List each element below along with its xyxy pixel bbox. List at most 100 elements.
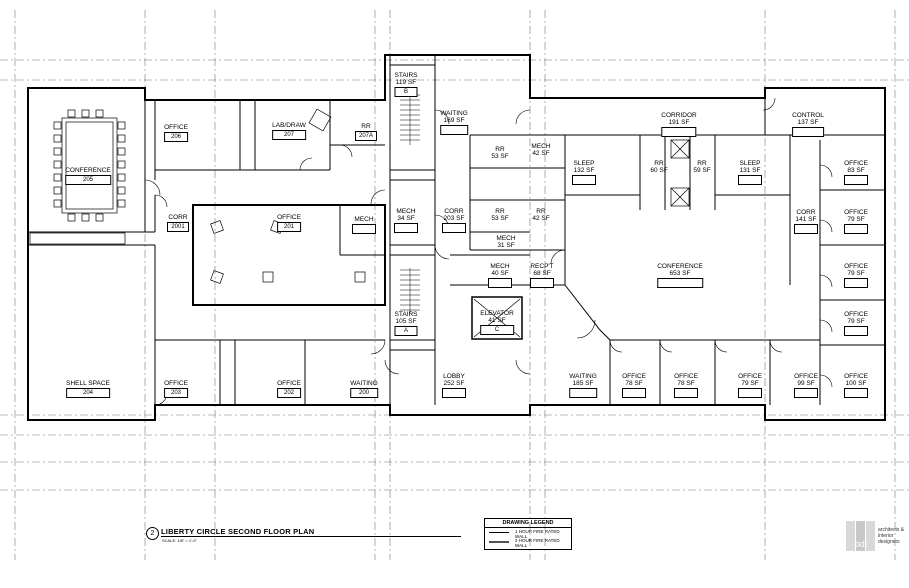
room-tag bbox=[572, 175, 596, 185]
room-tag: C bbox=[480, 325, 514, 335]
legend-row: 2 HOUR FIRE RATED WALL bbox=[485, 537, 571, 548]
room-area: 42 SF bbox=[532, 215, 550, 222]
drawing-scale: SCALE: 1/8" = 1'-0" bbox=[162, 538, 197, 543]
room-office-79-b: OFFICE 79 SF bbox=[844, 263, 868, 288]
room-area: 119 SF bbox=[395, 79, 417, 86]
room-tag bbox=[738, 175, 762, 185]
room-name: STAIRS bbox=[394, 72, 418, 79]
room-tag bbox=[569, 388, 597, 398]
room-name: RR bbox=[495, 208, 505, 215]
room-rr-59: RR 59 SF bbox=[693, 160, 710, 174]
legend-title: DRAWING LEGEND bbox=[485, 519, 571, 528]
room-office-201: OFFICE 201 bbox=[277, 214, 301, 232]
room-area: 100 SF bbox=[845, 380, 867, 387]
room-name: OFFICE bbox=[844, 311, 868, 318]
room-name: OFFICE bbox=[844, 160, 868, 167]
room-area: 185 SF bbox=[572, 380, 594, 387]
room-name: WAITING bbox=[440, 110, 468, 117]
room-tag: 200 bbox=[350, 388, 378, 398]
legend-line-2hr bbox=[489, 541, 509, 543]
room-name: ELEVATOR bbox=[480, 310, 514, 317]
room-lab-draw-207: LAB/DRAW 207 bbox=[272, 122, 306, 140]
room-area: 41 SF bbox=[488, 317, 506, 324]
legend-line-1hr bbox=[489, 532, 509, 533]
room-name: OFFICE bbox=[277, 214, 301, 221]
room-tag bbox=[657, 278, 703, 288]
room-stairs-a: STAIRS 105 SF A bbox=[394, 311, 418, 336]
room-tag bbox=[352, 224, 376, 234]
drawing-title-block: 2 LIBERTY CIRCLE SECOND FLOOR PLAN SCALE… bbox=[146, 527, 461, 543]
room-tag: 201 bbox=[277, 222, 301, 232]
firm-name-line2: interior designers bbox=[878, 533, 900, 545]
room-name: RR bbox=[495, 146, 505, 153]
room-name: RECP'T bbox=[530, 263, 554, 270]
room-area: 137 SF bbox=[797, 119, 819, 126]
room-name: MECH bbox=[354, 216, 374, 223]
room-tag: 2001 bbox=[167, 222, 189, 232]
legend-row: 1 HOUR FIRE RATED WALL bbox=[485, 528, 571, 539]
room-recpt-68: RECP'T 68 SF bbox=[530, 263, 554, 288]
room-name: WAITING bbox=[569, 373, 597, 380]
room-name: SHELL SPACE bbox=[66, 380, 110, 387]
room-tag bbox=[794, 224, 818, 234]
room-area: 141 SF bbox=[795, 216, 817, 223]
room-area: 53 SF bbox=[491, 153, 509, 160]
room-name: LAB/DRAW bbox=[272, 122, 306, 129]
room-tag: A bbox=[394, 326, 418, 336]
room-name: SLEEP bbox=[573, 160, 595, 167]
room-name: CONFERENCE bbox=[657, 263, 703, 270]
room-tag bbox=[794, 388, 818, 398]
room-name: OFFICE bbox=[674, 373, 698, 380]
room-office-202: OFFICE 202 bbox=[277, 380, 301, 398]
room-name: OFFICE bbox=[844, 209, 868, 216]
room-tag bbox=[844, 326, 868, 336]
drawing-title: LIBERTY CIRCLE SECOND FLOOR PLAN bbox=[161, 527, 315, 536]
room-area: 99 SF bbox=[797, 380, 815, 387]
room-waiting-185: WAITING 185 SF bbox=[569, 373, 597, 398]
room-office-203: OFFICE 203 bbox=[164, 380, 188, 398]
room-tag: 202 bbox=[277, 388, 301, 398]
room-area: 79 SF bbox=[847, 270, 865, 277]
room-office-79-a: OFFICE 79 SF bbox=[844, 209, 868, 234]
room-office-99: OFFICE 99 SF bbox=[794, 373, 818, 398]
room-mech-40: MECH 40 SF bbox=[488, 263, 512, 288]
room-office-100: OFFICE 100 SF bbox=[844, 373, 868, 398]
room-name: MECH bbox=[496, 235, 516, 242]
room-tag bbox=[844, 175, 868, 185]
room-tag bbox=[674, 388, 698, 398]
room-name: CONFERENCE bbox=[65, 167, 111, 174]
room-office-78-b: OFFICE 78 SF bbox=[674, 373, 698, 398]
room-area: 60 SF bbox=[650, 167, 668, 174]
room-tag: 203 bbox=[164, 388, 188, 398]
room-area: 653 SF bbox=[669, 270, 691, 277]
room-rr-207a: RR 207A bbox=[355, 123, 377, 141]
room-tag: 207 bbox=[272, 130, 306, 140]
room-area: 191 SF bbox=[668, 119, 690, 126]
room-name: OFFICE bbox=[164, 124, 188, 131]
room-office-206: OFFICE 206 bbox=[164, 124, 188, 142]
room-name: OFFICE bbox=[844, 263, 868, 270]
room-tag bbox=[792, 127, 824, 137]
room-tag bbox=[488, 278, 512, 288]
room-name: OFFICE bbox=[738, 373, 762, 380]
room-rr-42: RR 42 SF bbox=[532, 208, 549, 222]
room-area: 105 SF bbox=[395, 318, 417, 325]
room-shell-space-204: SHELL SPACE 204 bbox=[66, 380, 110, 398]
firm-name: architects & interior designers bbox=[878, 527, 909, 545]
legend-label: 1 HOUR FIRE RATED WALL bbox=[515, 529, 560, 539]
room-tag bbox=[738, 388, 762, 398]
room-corridor-191: CORRIDOR 191 SF bbox=[661, 112, 697, 137]
room-area: 40 SF bbox=[491, 270, 509, 277]
room-name: RR bbox=[536, 208, 546, 215]
room-office-78-a: OFFICE 78 SF bbox=[622, 373, 646, 398]
room-waiting-200: WAITING 200 bbox=[350, 380, 378, 398]
room-area: 79 SF bbox=[847, 318, 865, 325]
room-area: 79 SF bbox=[847, 216, 865, 223]
room-stairs-b: STAIRS 119 SF B bbox=[394, 72, 418, 97]
room-mech-left: MECH bbox=[352, 216, 376, 234]
room-tag bbox=[442, 388, 466, 398]
room-tag: 207A bbox=[355, 131, 377, 141]
room-area: 34 SF bbox=[397, 215, 415, 222]
room-name: OFFICE bbox=[622, 373, 646, 380]
room-name: CONTROL bbox=[792, 112, 824, 119]
